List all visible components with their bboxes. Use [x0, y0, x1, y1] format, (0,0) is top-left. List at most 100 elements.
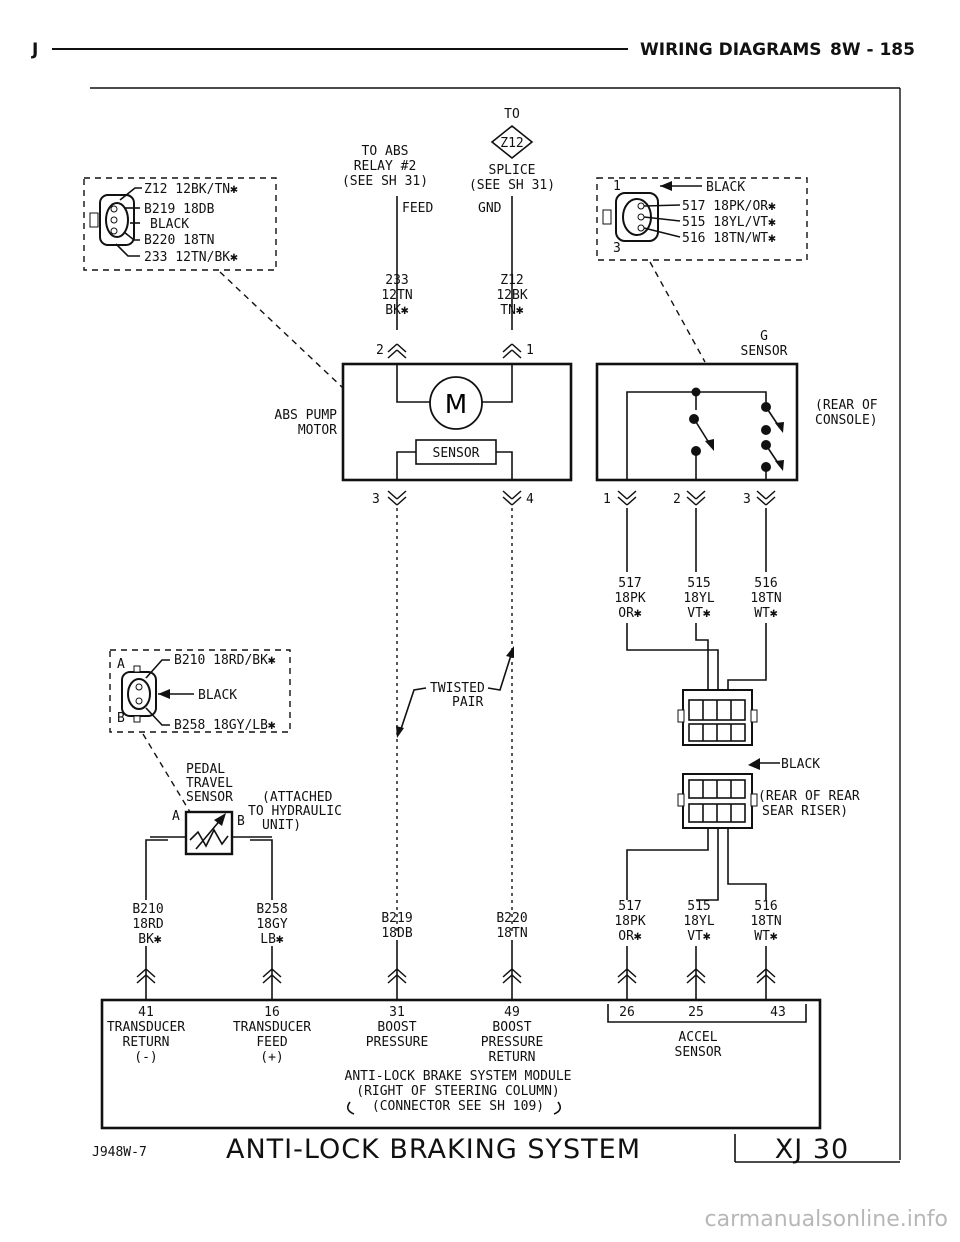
svg-text:18DB: 18DB	[381, 926, 412, 941]
g-connector-leader	[649, 261, 706, 363]
svg-text:41: 41	[138, 1005, 154, 1020]
accel-sensor-block: 26 25 43 ACCEL SENSOR	[607, 1004, 807, 1060]
watermark: carmanualsonline.info	[705, 1207, 948, 1232]
pedal-sensor-b: B	[237, 814, 245, 829]
pin-3-label: 3	[372, 492, 380, 507]
module-title-brackets	[346, 1101, 562, 1115]
inline-black-label: BLACK	[781, 757, 820, 772]
svg-text:PRESSURE: PRESSURE	[481, 1035, 544, 1050]
svg-text:B219 18DB: B219 18DB	[144, 202, 215, 217]
svg-text:PEDAL: PEDAL	[186, 762, 225, 777]
svg-text:26: 26	[619, 1005, 635, 1020]
g-connector-arrow	[660, 181, 672, 191]
pedal-connector-leader	[142, 733, 191, 813]
g-wire-515-label-top: 515 18YL VT✱	[683, 576, 714, 621]
svg-text:233 12TN/BK✱: 233 12TN/BK✱	[144, 250, 238, 265]
gnd-label: GND	[478, 201, 502, 216]
svg-text:TRANSDUCER: TRANSDUCER	[233, 1020, 311, 1035]
pin-1-label: 1	[526, 343, 534, 358]
motor-letter: M	[445, 390, 467, 420]
abs-pump-label: ABS PUMP MOTOR	[274, 408, 337, 438]
svg-text:B220: B220	[496, 911, 527, 926]
svg-text:B210: B210	[132, 902, 163, 917]
g-pin-1-terminal	[617, 490, 637, 506]
svg-text:12TN: 12TN	[381, 288, 412, 303]
svg-text:SEAR RISER): SEAR RISER)	[762, 804, 848, 819]
g-wire-515-label-bottom: 515 18YL VT✱	[683, 899, 714, 944]
svg-text:517: 517	[618, 576, 641, 591]
g-wires-routing-top	[626, 623, 767, 698]
svg-text:WT✱: WT✱	[754, 929, 778, 944]
pedal-wire-b210-leader	[145, 659, 170, 679]
motor-feed-line	[396, 364, 430, 403]
to-abs-relay-label: TO ABS RELAY #2 (SEE SH 31)	[342, 144, 428, 189]
svg-text:18YL: 18YL	[683, 914, 714, 929]
pedal-wire-b210: B210 18RD/BK✱	[174, 653, 276, 668]
svg-text:31: 31	[389, 1005, 405, 1020]
svg-text:BLACK: BLACK	[150, 217, 189, 232]
g-wire-517-label-top: 517 18PK OR✱	[614, 576, 645, 621]
g-sensor-label: G SENSOR	[741, 329, 788, 359]
svg-text:TN✱: TN✱	[500, 303, 524, 318]
pump-sensor-box	[415, 439, 497, 465]
pump-connector-icon	[89, 194, 135, 246]
svg-text:BOOST: BOOST	[377, 1020, 416, 1035]
pin-2-label: 2	[376, 343, 384, 358]
svg-text:(-): (-)	[134, 1050, 157, 1065]
svg-text:PRESSURE: PRESSURE	[366, 1035, 429, 1050]
g-pin-2-terminal	[686, 490, 706, 506]
g-connector-box	[596, 177, 808, 261]
svg-text:CONSOLE): CONSOLE)	[815, 413, 878, 428]
pedal-connector-b: B	[117, 711, 125, 726]
wire-b210	[145, 839, 168, 900]
inline-connector-lower	[677, 773, 758, 829]
header-letter: J	[31, 40, 38, 60]
svg-text:16: 16	[264, 1005, 280, 1020]
g-wire-517-label-bottom: 517 18PK OR✱	[614, 899, 645, 944]
wire-b220-label: B220 18TN	[496, 911, 527, 941]
svg-text:49: 49	[504, 1005, 520, 1020]
svg-text:(REAR OF: (REAR OF	[815, 398, 878, 413]
g-wires-routing-bottom	[626, 828, 767, 901]
splice-diamond	[490, 124, 534, 160]
motor-ground-line	[482, 364, 513, 403]
svg-text:(SEE SH 31): (SEE SH 31)	[469, 178, 555, 193]
svg-text:(RIGHT OF STEERING COLUMN): (RIGHT OF STEERING COLUMN)	[356, 1084, 560, 1099]
svg-text:517: 517	[618, 899, 641, 914]
svg-text:BK✱: BK✱	[138, 932, 162, 947]
pedal-connector-icon	[121, 665, 157, 723]
svg-text:516: 516	[754, 576, 777, 591]
svg-text:VT✱: VT✱	[687, 929, 711, 944]
g-sensor-box	[595, 362, 799, 482]
pump-connector-wire-list: Z12 12BK/TN✱ B219 18DB BLACK B220 18TN 2…	[144, 182, 238, 265]
g-wire-516-label-bottom: 516 18TN WT✱	[750, 899, 781, 944]
wire-z12-label: Z12 12BK TN✱	[496, 273, 527, 318]
module-pin-16: 16 TRANSDUCER FEED (+)	[233, 1005, 311, 1065]
svg-text:Z12: Z12	[500, 273, 523, 288]
inline-connector-upper	[677, 689, 758, 746]
pedal-black-arrow	[158, 689, 170, 699]
svg-text:ANTI-LOCK BRAKE SYSTEM MODULE: ANTI-LOCK BRAKE SYSTEM MODULE	[345, 1069, 572, 1084]
svg-text:SPLICE: SPLICE	[489, 163, 536, 178]
header-section: WIRING DIAGRAMS	[640, 40, 822, 60]
svg-text:TO ABS: TO ABS	[362, 144, 409, 159]
splice-label: SPLICE (SEE SH 31)	[469, 163, 555, 193]
svg-text:SENSOR: SENSOR	[186, 790, 233, 805]
header-page: 8W - 185	[830, 40, 915, 60]
svg-text:LB✱: LB✱	[260, 932, 284, 947]
to-label: TO	[504, 107, 520, 122]
svg-text:18TN: 18TN	[750, 914, 781, 929]
svg-text:515: 515	[687, 576, 710, 591]
svg-text:ABS PUMP: ABS PUMP	[274, 408, 337, 423]
module-pin-49: 49 BOOST PRESSURE RETURN	[481, 1005, 544, 1065]
pedal-sensor-symbol	[150, 810, 272, 856]
svg-text:TRAVEL: TRAVEL	[186, 776, 233, 791]
svg-text:18GY: 18GY	[256, 917, 287, 932]
sensor-lead-4	[496, 451, 513, 480]
motor-symbol	[429, 376, 483, 430]
pump-connector-leader	[219, 271, 344, 389]
svg-text:RELAY #2: RELAY #2	[354, 159, 417, 174]
wire-b210-label: B210 18RD BK✱	[132, 902, 163, 947]
svg-text:18PK: 18PK	[614, 914, 645, 929]
svg-text:18YL: 18YL	[683, 591, 714, 606]
